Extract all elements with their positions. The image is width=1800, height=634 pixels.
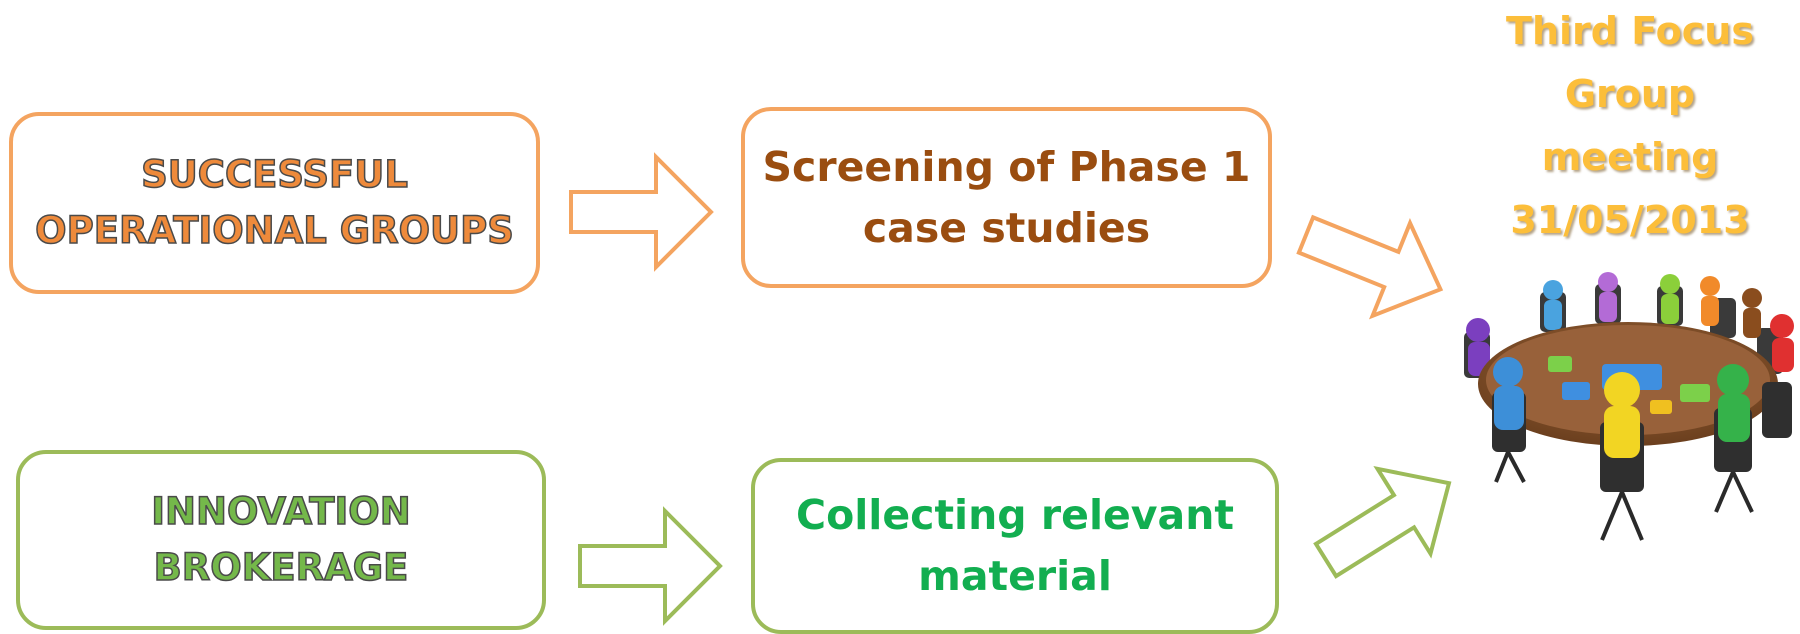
people-icon — [1493, 357, 1750, 458]
successful-operational-groups-box: SUCCESSFUL OPERATIONAL GROUPS — [9, 112, 540, 294]
focus-group-line1: Third Focus — [1506, 9, 1754, 53]
focus-group-title: Third Focus Group meeting 31/05/2013 — [1465, 0, 1795, 252]
diagonal-down-arrow-icon — [1296, 214, 1444, 320]
focus-group-line2: Group — [1564, 72, 1696, 116]
people-icon — [1466, 272, 1794, 376]
successful-operational-groups-line2: OPERATIONAL GROUPS — [34, 208, 514, 253]
collecting-line1: Collecting relevant — [795, 491, 1234, 539]
innovation-brokerage-line1: INNOVATION — [150, 489, 411, 534]
innovation-brokerage-box: INNOVATION BROKERAGE — [16, 450, 546, 630]
screening-line2: case studies — [862, 203, 1151, 252]
chair-legs-icon — [1494, 451, 1754, 541]
diagonal-up-arrow-icon — [1313, 465, 1452, 579]
meeting-table-illustration — [1464, 272, 1794, 541]
screening-box: Screening of Phase 1 case studies — [741, 107, 1272, 288]
collecting-line2: material — [918, 552, 1112, 600]
collecting-box: Collecting relevant material — [751, 458, 1279, 634]
right-arrow-icon — [569, 152, 714, 272]
focus-group-line4: 31/05/2013 — [1510, 198, 1750, 242]
focus-group-line3: meeting — [1541, 135, 1719, 179]
successful-operational-groups-line1: SUCCESSFUL — [140, 152, 408, 197]
innovation-brokerage-line2: BROKERAGE — [153, 545, 409, 590]
right-arrow-icon — [578, 506, 723, 626]
screening-line1: Screening of Phase 1 — [762, 142, 1251, 191]
